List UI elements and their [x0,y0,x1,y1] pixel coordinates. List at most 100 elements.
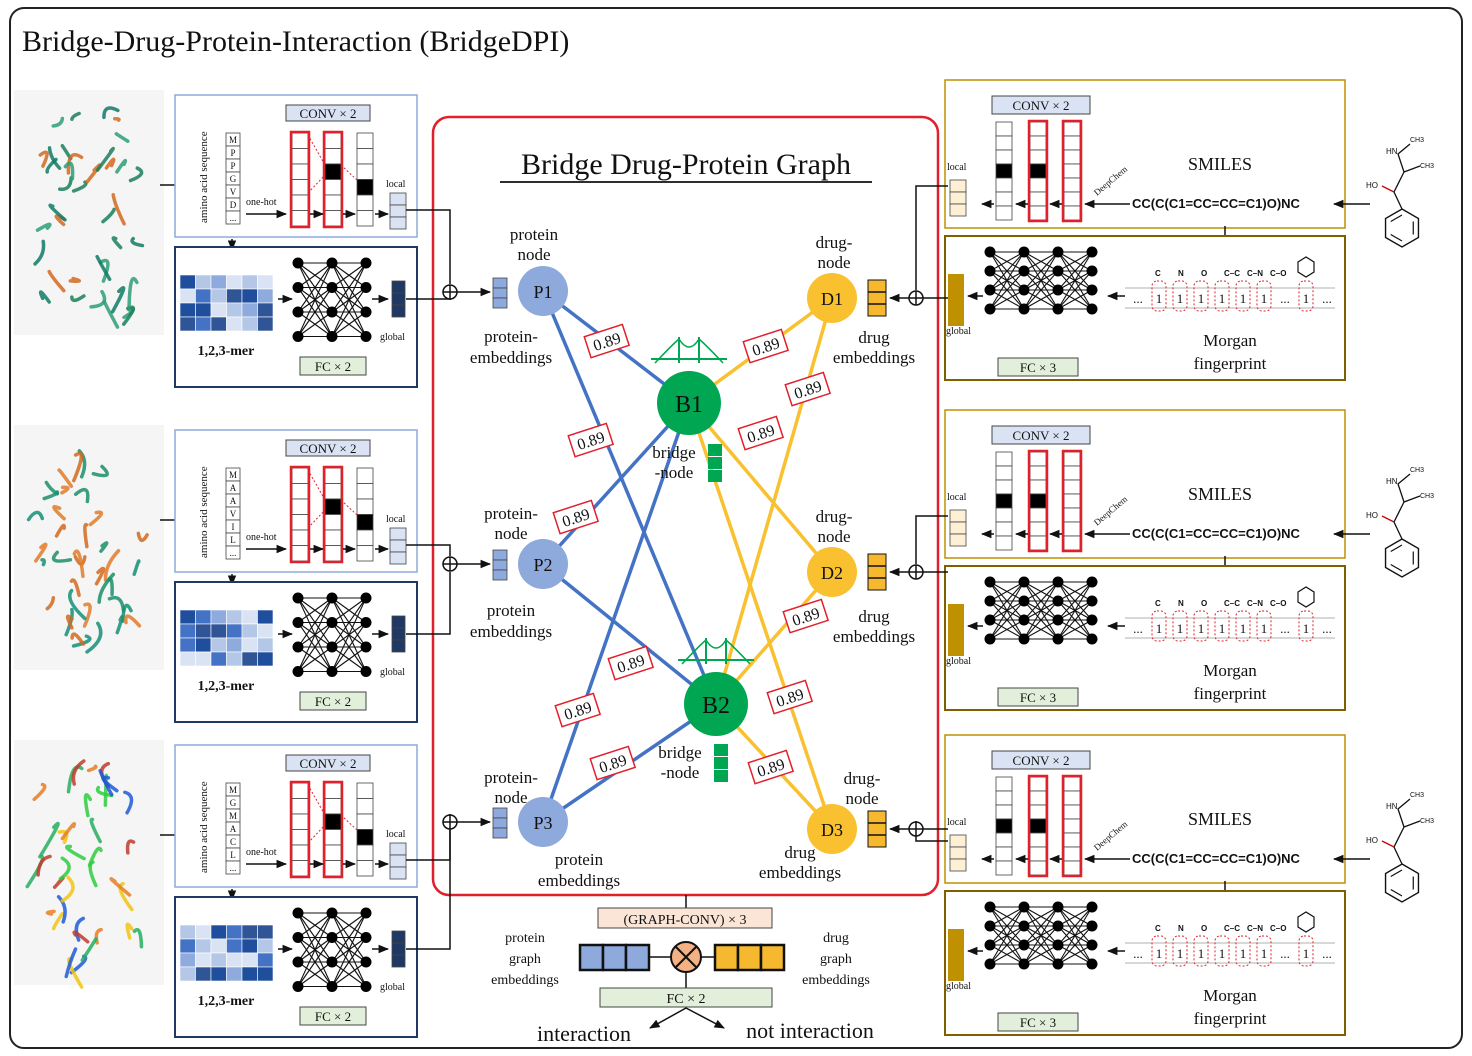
kmer-cell [257,651,274,667]
mlp-edge [1023,581,1059,602]
drug-embedding-caption: embeddings [833,627,915,646]
kmer-cell [195,302,212,318]
kmer-cell [226,274,243,290]
cell [291,483,309,500]
mlp-neuron [984,595,996,607]
cell [291,782,309,799]
bit-highlight [1172,280,1188,312]
protein-node-circle [518,797,568,847]
cell [291,148,309,165]
mlp-edge [989,251,1025,272]
mlp-edge [331,287,367,337]
mlp-edge [331,912,367,987]
kmer-cell [226,924,243,940]
kmer-cell [241,623,258,639]
highlight-border [289,130,311,229]
sequence-letter: G [230,174,237,184]
sequence-letter: L [230,850,236,860]
cell [324,132,342,149]
drug-graph-cell [713,943,740,972]
kmer-cell [210,609,227,625]
global-label: global [946,656,971,667]
ribbon [47,146,62,170]
sum-node-icon [908,290,924,306]
bridge-cell [708,444,722,456]
cell [389,204,407,218]
mlp-edge [1023,251,1059,310]
conv-label-box [285,104,371,122]
mlp-neuron [1018,576,1030,588]
drug-embedding [867,553,887,591]
cell [391,930,406,944]
fingerprint-bit: 1 [1261,291,1268,306]
double-bond [1390,214,1403,223]
sequence-letter: I [232,522,235,532]
global-embedding [948,929,964,981]
mlp-neuron [984,265,996,277]
ribbon [111,236,123,250]
cell [1029,451,1047,467]
kmer-cell [179,316,196,332]
mlp-neuron [1086,303,1098,315]
weight-box [607,645,655,681]
mlp-neuron [1052,920,1064,932]
cell [356,798,374,815]
ribbon [109,877,132,897]
kmer-cell [226,651,243,667]
cell [492,549,508,561]
ribbon [60,143,73,161]
methyl-label: CH3 [1410,792,1424,799]
local-to-sum [915,515,948,564]
protein-embedding-caption: embeddings [538,871,620,890]
methyl-label: CH3 [1410,467,1424,474]
drug-embedding-caption: embeddings [833,348,915,367]
substructure-label: C–O [1270,269,1286,278]
kmer-cell [179,938,196,954]
protein-embedding [492,807,508,839]
ribbon [45,596,56,611]
mlp-edge [1023,906,1059,965]
cell [291,132,309,149]
double-bond [1390,233,1403,242]
sequence-letter: M [229,135,237,145]
mlp-edge [331,912,367,938]
mlp-edge [297,912,333,938]
ribbon [132,928,144,949]
cell [492,817,508,829]
mlp-neuron [360,666,372,677]
kmer-label: 1,2,3-mer [198,344,255,359]
mlp-neuron [326,257,338,269]
kmer-cell [257,966,274,982]
kmer-cell [210,274,227,290]
cell [324,148,342,165]
bit-highlight [1151,610,1167,642]
mlp-neuron [984,284,996,296]
ribbon [124,614,142,628]
amine-label: HN [1386,147,1398,156]
weight-box [552,499,600,535]
cell [995,149,1013,165]
substructure-label: O [1201,924,1207,933]
kmer-cell [226,637,243,653]
ribbon [34,542,48,563]
highlight-border [1027,774,1049,878]
cell [1029,205,1047,221]
product-icon [670,941,702,973]
ribbon [72,549,85,579]
sum-node-icon [908,821,924,837]
mlp-neuron [1018,265,1030,277]
fingerprint-bit: ... [1322,291,1332,306]
kmer-cell [226,623,243,639]
local-embedding [949,834,967,872]
protein-graph-cell [601,943,628,972]
ribbon [39,821,60,857]
cell [995,479,1013,495]
conv-column-2 [1027,774,1049,878]
ribbon [102,300,120,329]
kmer-cell [257,302,274,318]
cell [291,179,309,196]
protein-node-caption: protein- [484,504,538,523]
